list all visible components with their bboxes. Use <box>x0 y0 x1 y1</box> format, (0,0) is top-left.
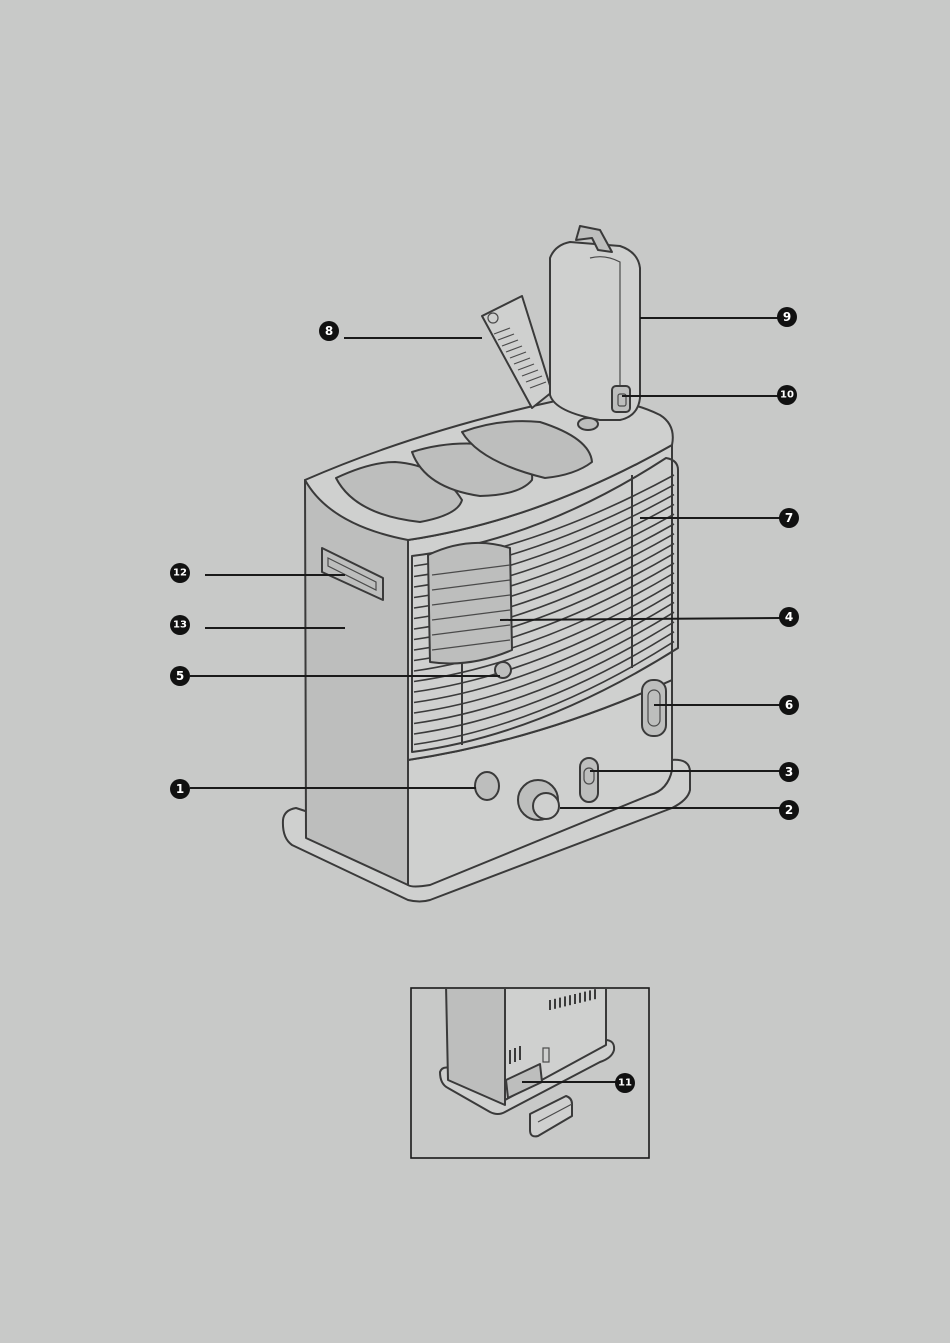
svg-text:12: 12 <box>173 568 187 579</box>
callout-2: 2 <box>779 800 799 820</box>
callout-9: 9 <box>777 307 797 327</box>
callout-6: 6 <box>779 695 799 715</box>
svg-text:8: 8 <box>325 324 333 338</box>
callout-7: 7 <box>779 508 799 528</box>
svg-text:5: 5 <box>176 669 184 683</box>
control-knob-inner <box>533 793 559 819</box>
callout-10: 10 <box>777 385 797 405</box>
svg-text:1: 1 <box>176 782 184 796</box>
svg-text:9: 9 <box>783 310 791 324</box>
heater-illustration <box>283 226 690 902</box>
callout-3: 3 <box>779 762 799 782</box>
svg-text:11: 11 <box>618 1078 632 1089</box>
svg-text:6: 6 <box>785 698 793 712</box>
svg-text:4: 4 <box>785 610 793 624</box>
fuel-gauge-window <box>642 680 666 736</box>
callout-4: 4 <box>779 607 799 627</box>
svg-text:3: 3 <box>785 765 793 779</box>
svg-text:13: 13 <box>173 620 187 631</box>
callout-1: 1 <box>170 779 190 799</box>
switch-slot <box>580 758 598 802</box>
callout-12: 12 <box>170 563 190 583</box>
svg-text:7: 7 <box>785 511 793 525</box>
callout-11: 11 <box>615 1073 635 1093</box>
inset-detail: 11 <box>411 985 649 1158</box>
svg-text:10: 10 <box>780 390 794 401</box>
callout-13: 13 <box>170 615 190 635</box>
fuel-tank-cap <box>612 386 630 412</box>
heater-side-panel <box>305 480 408 885</box>
callout-5: 5 <box>170 666 190 686</box>
svg-text:2: 2 <box>785 803 793 817</box>
tank-seat <box>578 418 598 430</box>
callout-8: 8 <box>319 321 339 341</box>
ignition-button <box>475 772 499 800</box>
